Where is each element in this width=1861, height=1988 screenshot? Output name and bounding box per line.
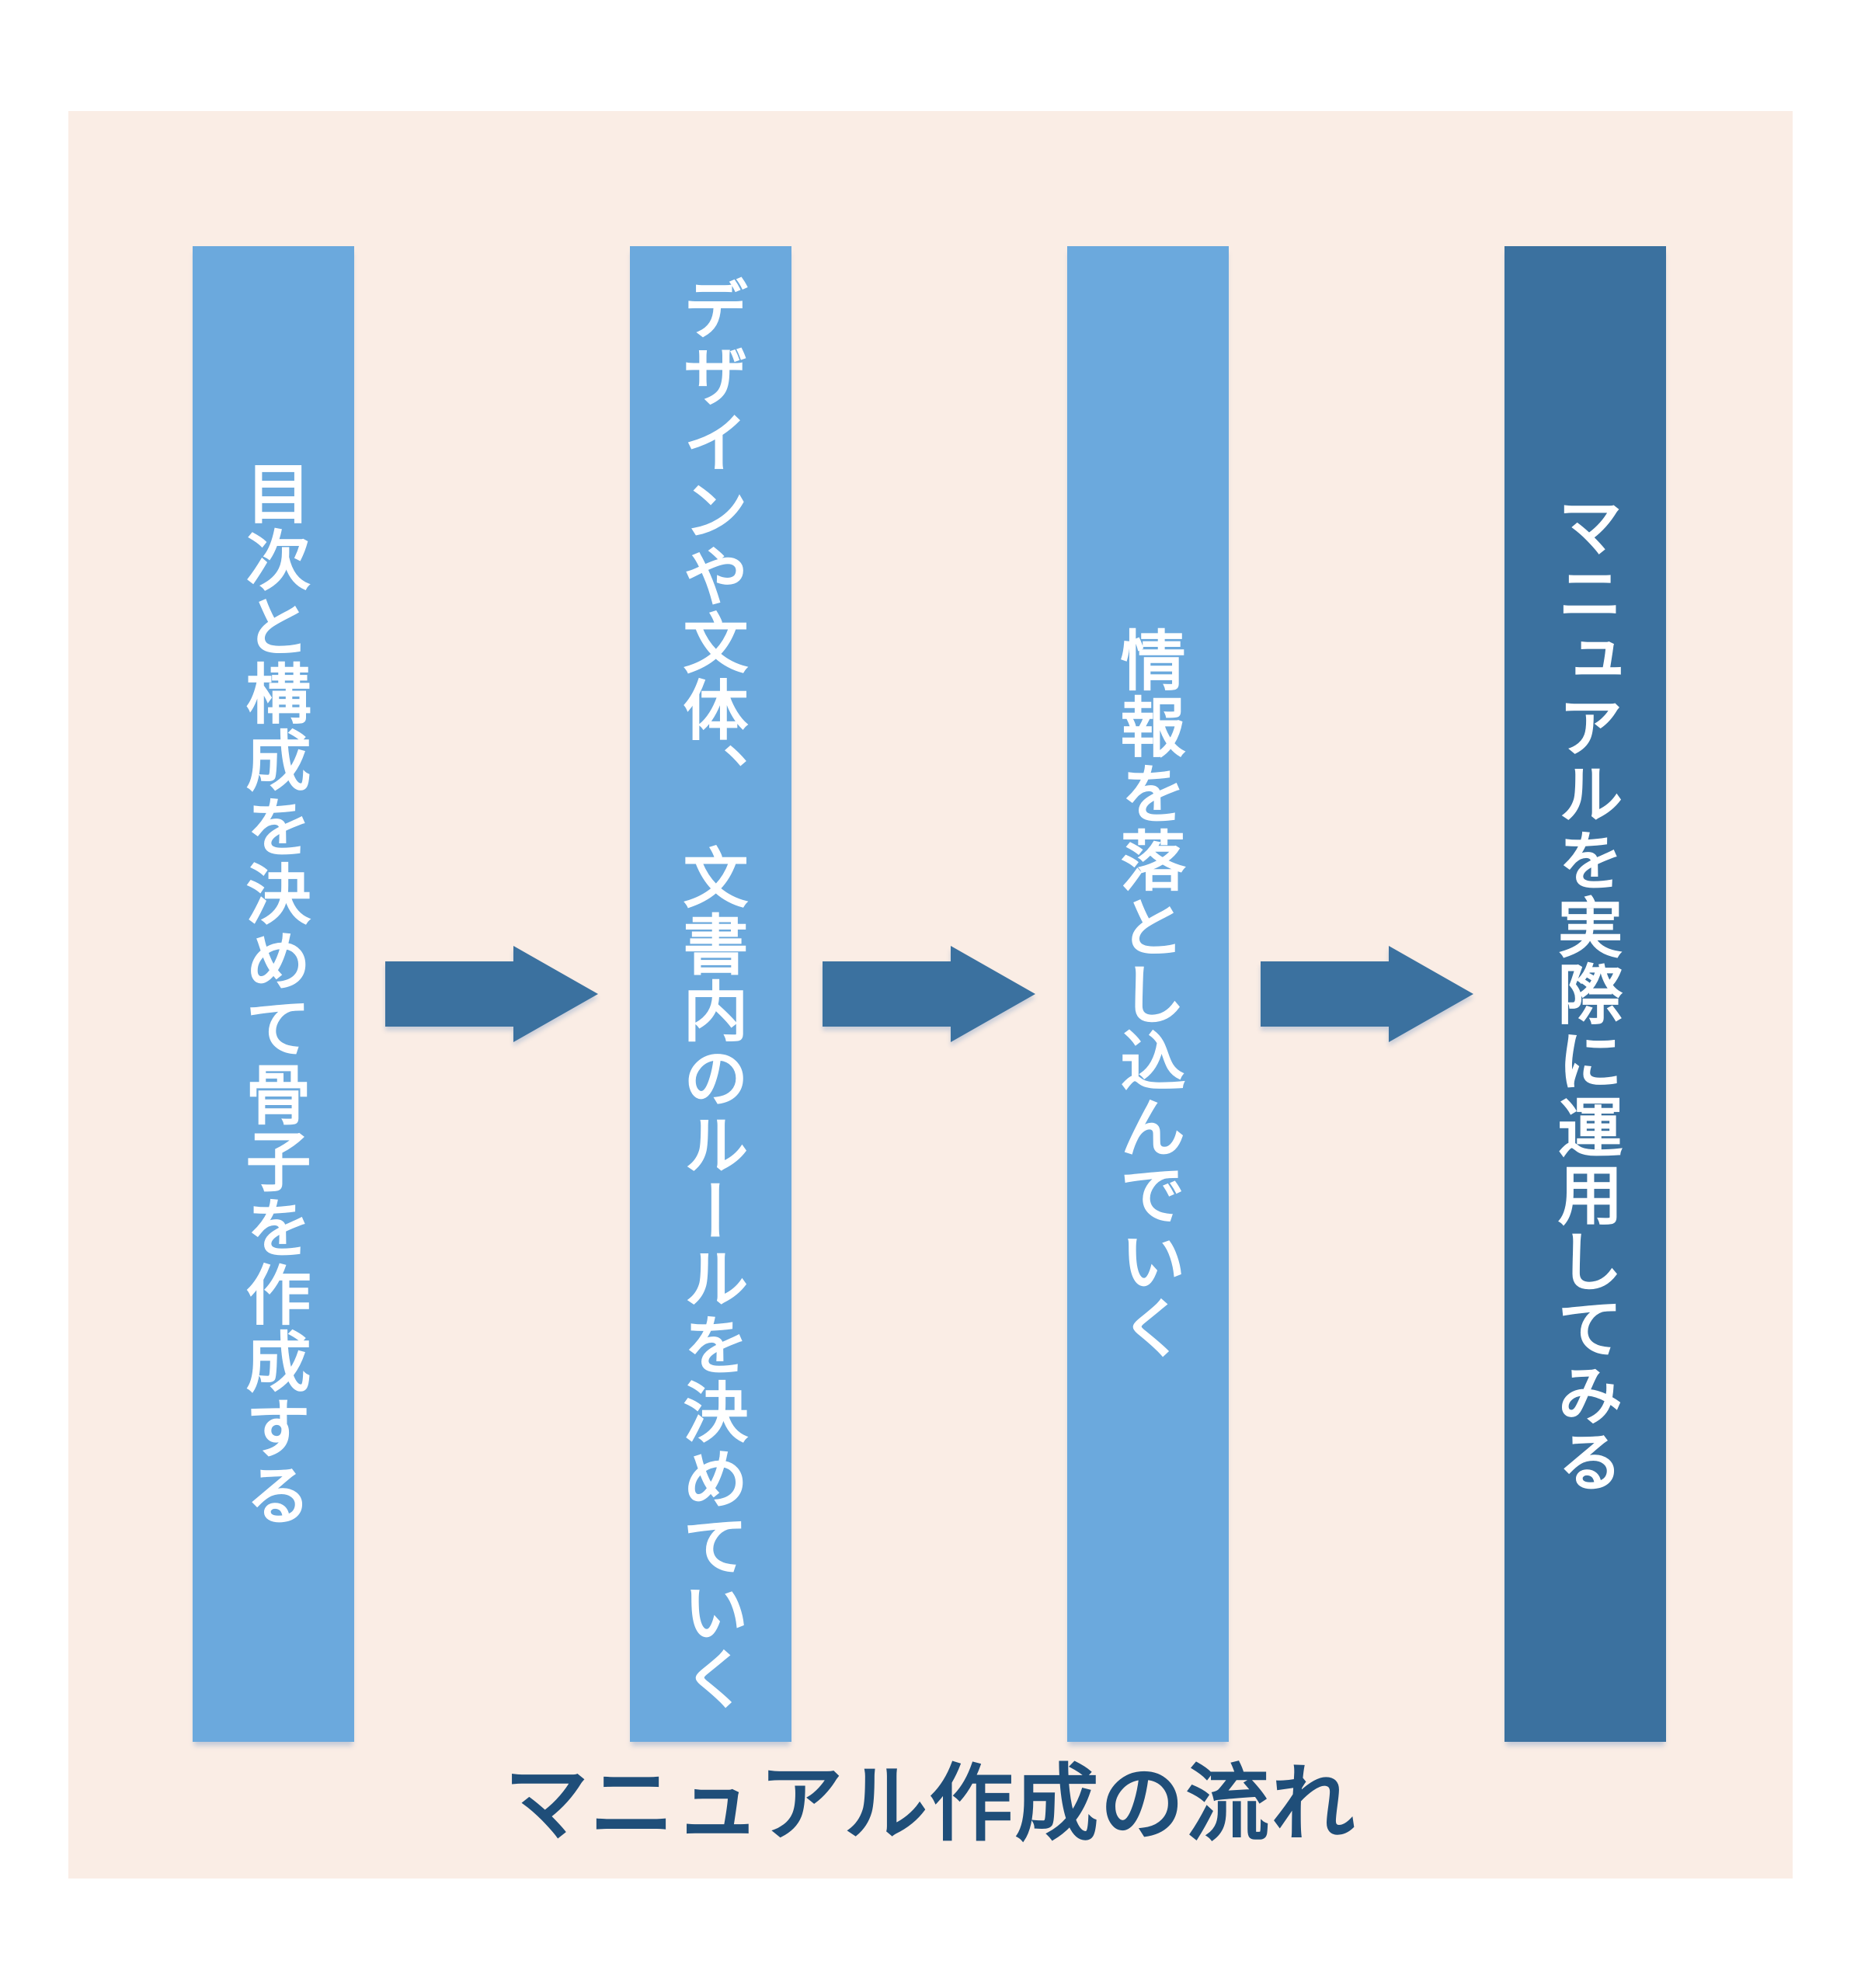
step-3-bar: 情報を落とし込んでいく: [1067, 246, 1229, 1742]
diagram-title: マニュアル作成の流れ: [504, 1757, 1357, 1851]
step-4-bar: マニュアルを実際に運用してみる: [1504, 246, 1666, 1742]
arrow-right-icon: [1261, 946, 1473, 1042]
background-panel: 目次と構成を決めて骨子を作成する デザインや文体、 文書内のルールを決めていく …: [68, 111, 1793, 1879]
step-1-label: 目次と構成を決めて骨子を作成する: [237, 460, 310, 1528]
step-2-bar: デザインや文体、 文書内のルールを決めていく: [630, 246, 791, 1742]
step-1-bar: 目次と構成を決めて骨子を作成する: [193, 246, 354, 1742]
arrow-right-shape: [385, 946, 598, 1042]
arrow-right-icon: [385, 946, 598, 1042]
step-4-label: マニュアルを実際に運用してみる: [1549, 493, 1622, 1495]
arrow-right-icon: [823, 946, 1035, 1042]
arrow-right-shape: [823, 946, 1035, 1042]
step-2-label: デザインや文体、 文書内のルールを決めていく: [674, 276, 747, 1712]
step-3-label: 情報を落とし込んでいく: [1111, 627, 1184, 1361]
arrow-right-shape: [1261, 946, 1473, 1042]
